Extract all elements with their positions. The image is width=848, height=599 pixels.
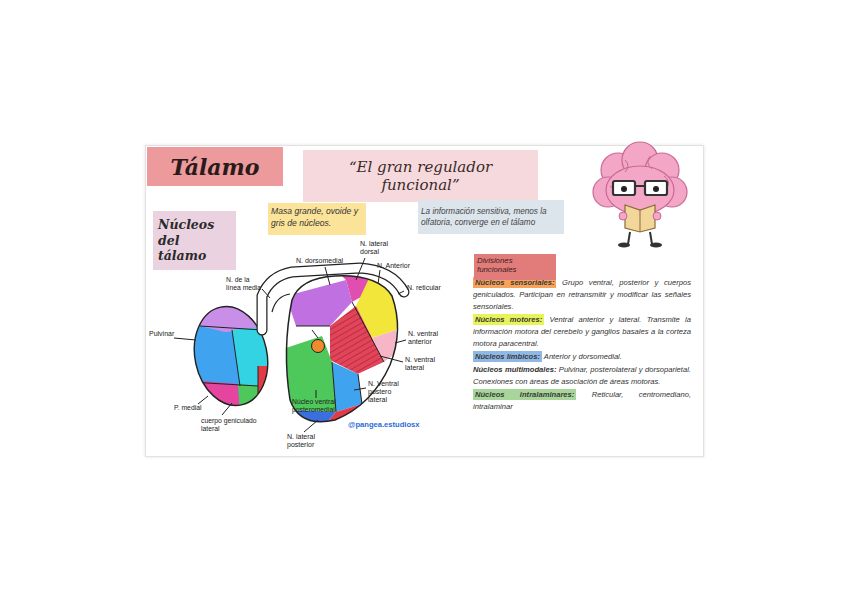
part-label: P. medial xyxy=(174,404,214,412)
text-column: Núcleos sensoriales: Grupo ventral, post… xyxy=(473,277,691,414)
body-text: Anterior y dorsomedial. xyxy=(544,352,622,361)
node-text: “El gran regulador funcional” xyxy=(309,158,532,194)
plain-heading: Núcleos multimodales: xyxy=(473,365,556,374)
section-box: Núcleos del tálamo xyxy=(153,211,236,270)
brain-mascot xyxy=(593,142,687,248)
paragraph: Núcleos límbicos: Anterior y dorsomedial… xyxy=(473,351,691,363)
note-box: La información sensitiva, menos la olfat… xyxy=(418,200,564,234)
part-label: N. Ventral postero lateral xyxy=(368,380,412,403)
part-label: N. ventral lateral xyxy=(405,356,445,372)
part-label: N. ventral anterior xyxy=(408,330,450,346)
paragraph: Núcleos motores: Ventral anterior y late… xyxy=(473,314,691,350)
part-label: cuerpo geniculado lateral xyxy=(201,417,257,432)
heading-text: Núcleos intralaminares: xyxy=(475,390,574,399)
highlight-heading: Núcleos límbicos: xyxy=(473,351,542,362)
part-label: N. lateral posterior xyxy=(287,433,331,449)
node-text: La información sensitiva, menos la olfat… xyxy=(421,206,561,229)
paragraph: Núcleos sensoriales: Grupo ventral, post… xyxy=(473,277,691,313)
subtitle-box: “El gran regulador funcional” xyxy=(303,150,538,202)
paragraph: Núcleos multimodales: Pulvinar, posterol… xyxy=(473,364,691,388)
heading-text: Núcleos límbicos: xyxy=(475,352,540,361)
part-label: N. de la línea media xyxy=(226,276,266,291)
title-box: Tálamo xyxy=(147,147,283,186)
highlight-heading: Núcleos intralaminares: xyxy=(473,389,576,400)
node-text: Núcleos del tálamo xyxy=(158,217,231,264)
watermark: @pangea.estudiosx xyxy=(348,421,420,430)
part-label: N. Anterior xyxy=(377,262,425,270)
highlight-heading: Núcleos motores: xyxy=(473,314,544,325)
note-box: Masa grande, ovoide y gris de núcleos. xyxy=(268,203,366,235)
paragraph: Núcleos intralaminares: Reticular, centr… xyxy=(473,389,691,413)
part-label: Núcleo ventral posteromedial xyxy=(292,398,340,413)
node-text: Masa grande, ovoide y gris de núcleos. xyxy=(271,206,363,229)
part-label: N. dorsomedial xyxy=(296,257,346,265)
title-text: Tálamo xyxy=(170,154,259,180)
heading-text: Núcleos motores: xyxy=(475,315,542,324)
part-label: N. lateral dorsal xyxy=(360,240,402,256)
node-text: Divisiones funcionales xyxy=(477,256,553,274)
heading-box: Divisiones funcionales xyxy=(474,254,556,280)
part-label: N. reticular xyxy=(407,284,455,292)
part-label: Pulvinar xyxy=(149,330,189,338)
